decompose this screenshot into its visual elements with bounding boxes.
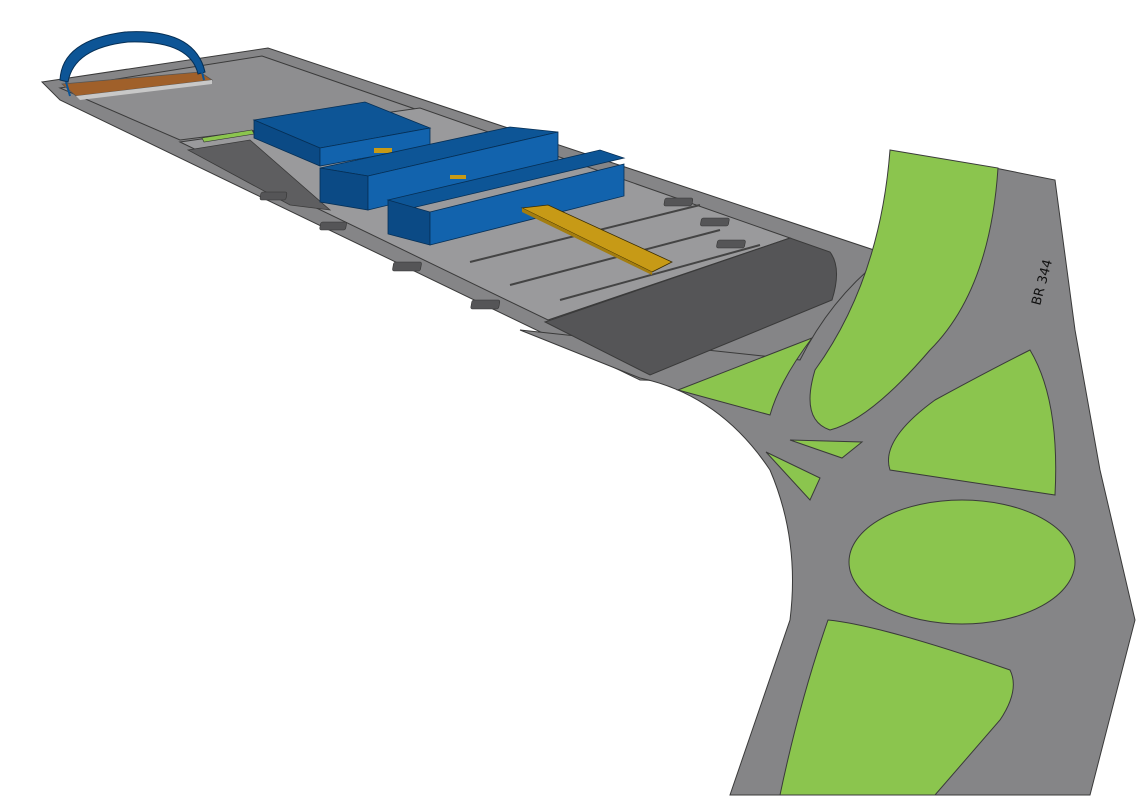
parking-stalls: [259, 191, 746, 310]
grass-island-left-triangle: [676, 336, 814, 416]
grass-island-bottom: [779, 619, 1014, 796]
building-2: [319, 126, 559, 211]
parking-lot-dark: [543, 237, 837, 376]
grass-island-small-1: [789, 439, 864, 459]
grass-islands: [676, 149, 1076, 796]
roundabout-center: [848, 499, 1076, 625]
service-area-dark: [186, 139, 332, 211]
covered-court: [59, 31, 214, 100]
covered-walkway: [520, 204, 673, 275]
grass-island-small-2: [765, 451, 821, 501]
building-1: [252, 101, 432, 167]
grass-island-upper-center: [809, 149, 999, 431]
access-road: [519, 167, 1136, 796]
grass-island-right: [888, 349, 1057, 496]
building-3: [386, 149, 626, 246]
